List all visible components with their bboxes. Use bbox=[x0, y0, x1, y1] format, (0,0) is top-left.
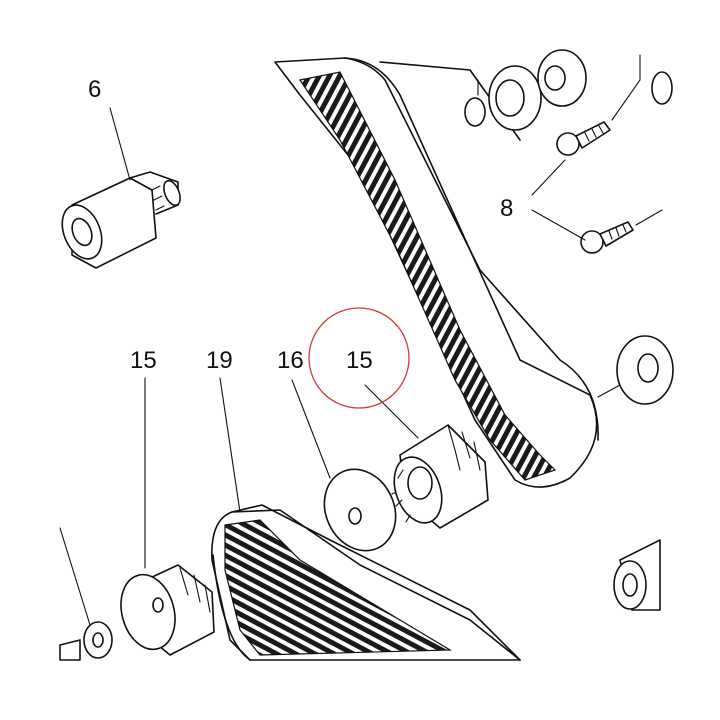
leader-part-19 bbox=[219, 377, 241, 513]
part-6-idler-spacer bbox=[61, 171, 181, 269]
right-spacer bbox=[613, 539, 661, 611]
screw-upper bbox=[556, 121, 611, 156]
callout-part-8: 8 bbox=[500, 195, 513, 222]
callout-part-15-highlighted: 15 bbox=[346, 347, 373, 374]
part-15-toothed-pulley-left bbox=[120, 564, 215, 656]
leader-part-16 bbox=[291, 379, 331, 479]
leader-bottom-left bbox=[59, 527, 91, 626]
part-15-toothed-pulley-highlighted bbox=[393, 424, 489, 529]
callout-part-15-left: 15 bbox=[130, 347, 157, 374]
top-bearing-assembly bbox=[464, 49, 673, 131]
part-16-washer bbox=[323, 468, 411, 552]
leader-lines bbox=[59, 107, 586, 626]
leader-part-8-upper bbox=[531, 159, 566, 196]
screw-lower bbox=[580, 221, 634, 254]
callout-part-16: 16 bbox=[277, 347, 304, 374]
lower-timing-belt bbox=[211, 504, 521, 661]
leader-part-8-lower bbox=[531, 209, 586, 241]
callout-part-6: 6 bbox=[88, 76, 101, 103]
upper-timing-belt bbox=[274, 57, 599, 488]
callout-part-19: 19 bbox=[206, 347, 233, 374]
leader-part-15-highlighted bbox=[364, 384, 419, 439]
leader-part-6 bbox=[109, 107, 131, 181]
highlight-circle bbox=[308, 307, 410, 409]
small-washer-bottom-left bbox=[59, 621, 113, 661]
part-8-screws bbox=[556, 54, 663, 254]
right-washer bbox=[597, 335, 674, 405]
